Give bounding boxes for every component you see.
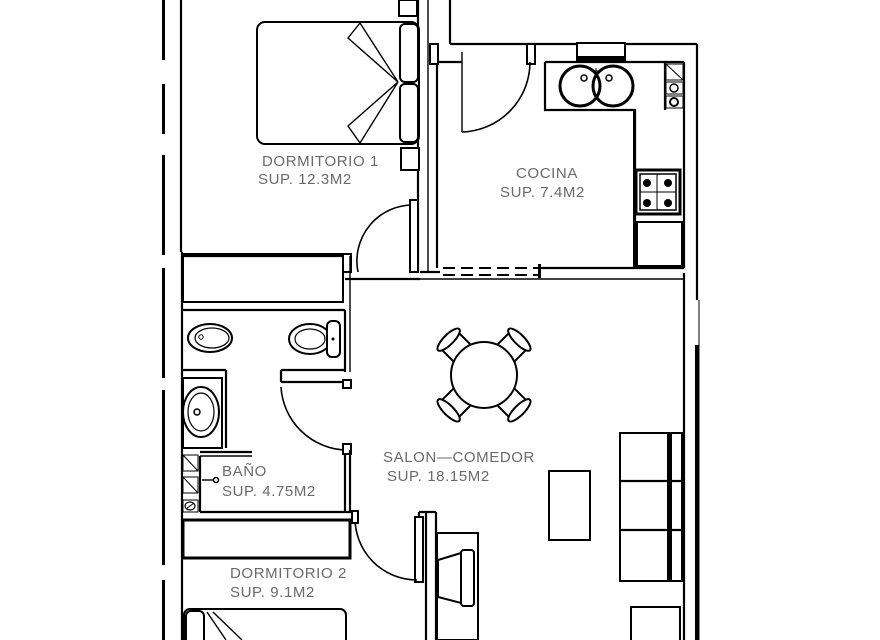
room-cocina: COCINA SUP. 7.4M2	[420, 42, 686, 278]
exterior-walls	[162, 0, 700, 640]
room-area-dormitorio-1: SUP. 12.3M2	[258, 171, 352, 188]
stove-icon	[634, 168, 682, 216]
door-bano	[280, 386, 347, 451]
room-area-bano: SUP. 4.75M2	[222, 483, 316, 500]
sofa-icon	[619, 432, 683, 582]
room-area-cocina: SUP. 7.4M2	[500, 184, 585, 201]
fridge-icon	[636, 221, 683, 267]
wardrobe-icon	[181, 518, 352, 560]
room-dormitorio-2: DORMITORIO 2 SUP. 9.1M2	[181, 518, 352, 640]
dining-table-icon	[436, 327, 532, 423]
double-sink-icon	[558, 64, 635, 108]
room-label-salon-comedor: SALON—COMEDOR	[383, 449, 535, 466]
door-cocina	[461, 61, 531, 133]
room-area-salon-comedor: SUP. 18.15M2	[387, 468, 490, 485]
tv-unit-icon	[414, 510, 479, 640]
armchair-icon	[630, 606, 681, 640]
water-heater-icon	[182, 454, 199, 513]
bidet-icon	[187, 323, 233, 353]
washbasin-icon	[182, 377, 223, 449]
room-bano: BAÑO SUP. 4.75M2	[182, 253, 352, 514]
room-salon-comedor: SALON—COMEDOR SUP. 18.15M2	[351, 327, 683, 640]
coffee-table-icon	[548, 470, 591, 541]
washing-machine-icon	[665, 63, 684, 109]
room-area-dormitorio-2: SUP. 9.1M2	[230, 584, 315, 601]
room-label-bano: BAÑO	[222, 463, 267, 480]
room-label-dormitorio-2: DORMITORIO 2	[230, 565, 347, 582]
room-label-dormitorio-1: DORMITORIO 1	[262, 153, 379, 170]
room-dormitorio-1: DORMITORIO 1 SUP. 12.3M2	[256, 0, 429, 273]
double-bed-icon	[256, 21, 420, 145]
double-bed-icon	[183, 608, 347, 640]
toilet-icon	[288, 320, 341, 358]
door-dormitorio-2	[354, 515, 418, 581]
door-dormitorio-1	[356, 204, 415, 273]
room-label-cocina: COCINA	[516, 165, 578, 182]
